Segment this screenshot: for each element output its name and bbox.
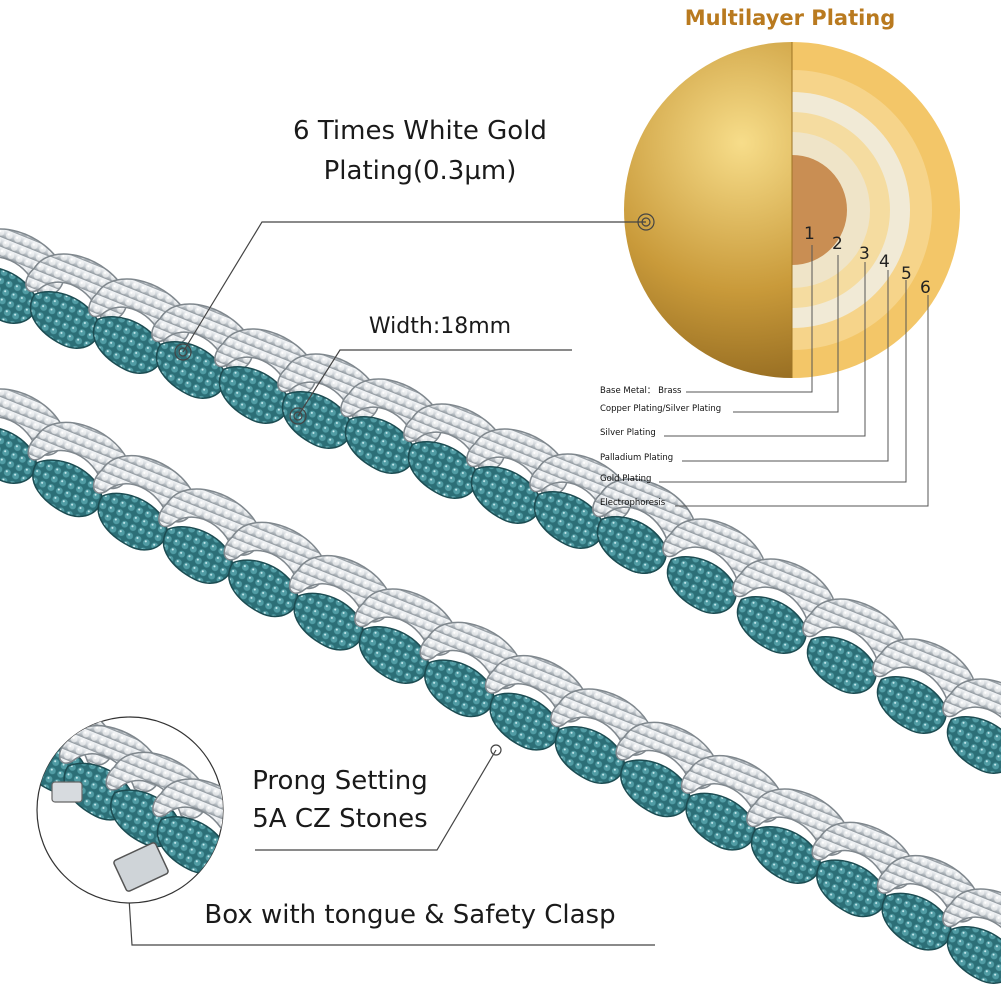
width-callout: Width:18mm: [368, 314, 512, 339]
callout-lines: [116, 213, 655, 946]
upper-tail-link-5: [872, 638, 975, 734]
layer-number-4: 4: [879, 252, 890, 272]
layer-number-6: 6: [920, 278, 931, 298]
upper-tail-link-2: [662, 518, 765, 614]
chain-lower: [0, 388, 1001, 984]
prong-callout-line2: 5A CZ Stones: [252, 804, 428, 834]
layer-label-palladium: Palladium Plating: [600, 453, 674, 463]
upper-link-6: [277, 353, 380, 449]
clasp-end: [51, 781, 83, 803]
white-gold-callout-line1: 6 Times White Gold: [293, 116, 547, 146]
white-gold-callout-line2: Plating(0.3µm): [323, 156, 517, 186]
layer-label-copper-silver: Copper Plating/Silver Plating: [600, 404, 722, 414]
layer-number-5: 5: [901, 264, 912, 284]
plating-leader-lines: [659, 245, 929, 507]
clasp-callout: Box with tongue & Safety Clasp: [204, 900, 616, 930]
plating-disc: [624, 42, 960, 378]
layer-label-silver: Silver Plating: [600, 428, 656, 438]
upper-tail-link-1: [592, 478, 695, 574]
layer-label-electrophoresis: Electrophoresis: [600, 498, 666, 508]
inset-link-4: [152, 778, 223, 874]
chain-upper: [0, 228, 1001, 774]
layer-number-2: 2: [832, 234, 843, 254]
upper-tail-link-6: [942, 678, 1001, 774]
layer-number-1: 1: [804, 224, 815, 244]
layer-label-base-metal: Base Metal： Brass: [600, 386, 682, 396]
box-clasp: [113, 842, 169, 892]
plating-title: Multilayer Plating: [684, 6, 896, 30]
clasp-inset: [36, 716, 224, 904]
upper-tail-link-4: [802, 598, 905, 694]
prong-callout-line1: Prong Setting: [252, 766, 428, 796]
layer-label-gold: Gold Plating: [600, 474, 652, 484]
layer-number-3: 3: [859, 244, 870, 264]
lower-link-16: [942, 888, 1001, 984]
